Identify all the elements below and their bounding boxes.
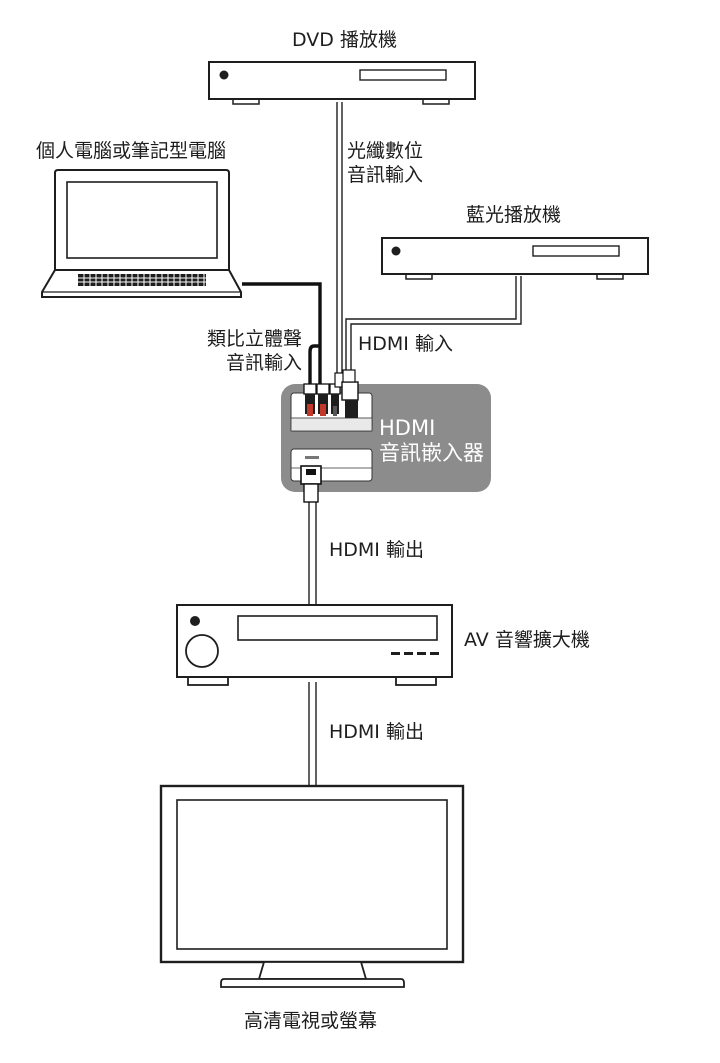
- optical-input-label-line2: 音訊輸入: [347, 164, 424, 186]
- disc-tray: [532, 245, 620, 257]
- embedder-label-line1: HDMI: [379, 416, 436, 440]
- power-button: [219, 70, 229, 80]
- dvd-player-label: DVD 播放機: [292, 29, 397, 51]
- optical-cable: [336, 102, 343, 388]
- analog-input-label-line2: 音訊輸入: [225, 352, 302, 374]
- dvd-player: [208, 61, 476, 105]
- analog-audio-cable: [242, 282, 322, 388]
- receiver-display: [237, 615, 438, 641]
- bluray-player: [381, 237, 649, 280]
- power-button: [391, 246, 401, 256]
- hdmi-output-label-2: HDMI 輸出: [329, 721, 424, 743]
- volume-knob-icon: [185, 634, 219, 668]
- tv-stand: [257, 961, 368, 980]
- hdmi-output-plug: [300, 465, 322, 503]
- tv-monitor: [159, 784, 465, 988]
- computer-label: 個人電腦或筆記型電腦: [36, 140, 227, 162]
- laptop: [41, 169, 242, 298]
- laptop-screen: [66, 181, 218, 259]
- power-button: [190, 616, 200, 626]
- tv-screen: [176, 799, 448, 950]
- receiver-indicator-lights: [391, 652, 439, 655]
- hdmi-input-label: HDMI 輸入: [358, 333, 453, 355]
- hdmi-output-cable-2: [308, 682, 317, 786]
- input-plugs: [334, 369, 359, 418]
- av-receiver: [176, 604, 453, 686]
- hdmi-output-label-1: HDMI 輸出: [329, 539, 424, 561]
- tv-label: 高清電視或螢幕: [244, 1010, 378, 1032]
- optical-input-label-line1: 光纖數位: [347, 140, 424, 162]
- hdmi-output-cable-1: [308, 500, 317, 605]
- bluray-player-label: 藍光播放機: [466, 204, 562, 226]
- laptop-keyboard: [78, 274, 206, 286]
- disc-tray: [359, 69, 447, 81]
- rca-connectors: [303, 383, 341, 416]
- analog-input-label-line1: 類比立體聲: [206, 328, 302, 350]
- hdmi-input-cable: [345, 276, 522, 370]
- embedder-label-line2: 音訊嵌入器: [379, 441, 484, 465]
- av-receiver-label: AV 音響擴大機: [464, 629, 590, 651]
